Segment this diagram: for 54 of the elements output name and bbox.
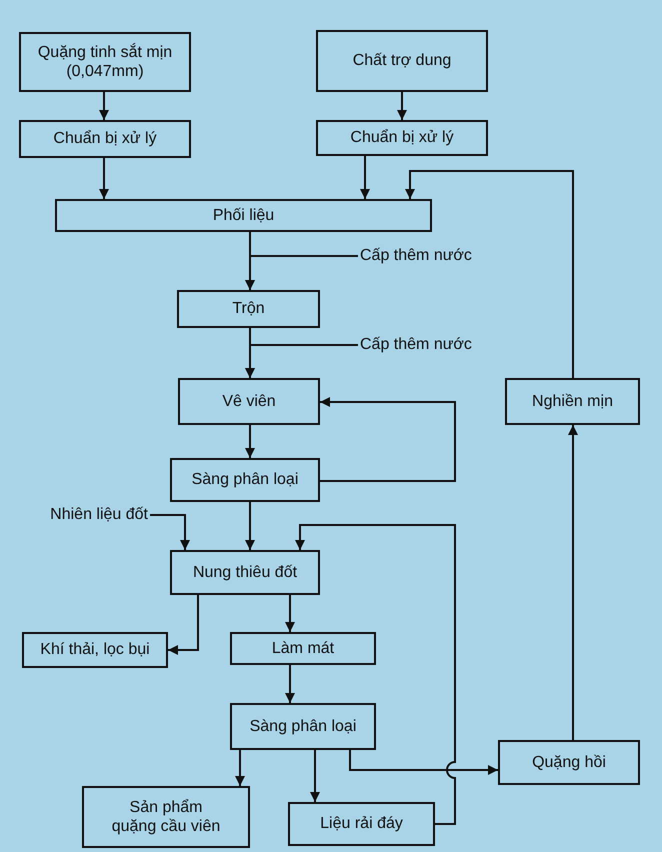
node-label: Phối liệu (212, 206, 276, 226)
arrow (245, 255, 358, 290)
process-box (505, 378, 640, 425)
node-label: Sàng phân loại (190, 470, 300, 490)
process-box (177, 290, 320, 328)
node-label: Nung thiêu đốt (192, 562, 298, 582)
node-label: Sàng phân loại (248, 716, 358, 736)
process-box (19, 32, 191, 92)
node-label: Nghiền mịn (531, 392, 614, 412)
arrow (245, 425, 255, 458)
arrow (405, 170, 574, 378)
process-box (82, 786, 250, 848)
node-label: Chất trợ dung (352, 51, 452, 71)
node-label: Quặng hồi (531, 752, 607, 772)
arrow (310, 750, 320, 802)
process-box (316, 120, 488, 156)
process-box (22, 632, 168, 668)
arrow (150, 514, 190, 550)
arrow (360, 156, 370, 199)
process-box (170, 550, 320, 595)
arrow (295, 524, 456, 825)
node-label: Chuẩn bị xử lý (349, 128, 455, 148)
arrow (320, 397, 456, 482)
node-label: Trộn (231, 299, 266, 319)
arrow (235, 750, 245, 786)
input-label: Cấp thêm nước (358, 244, 518, 268)
process-box (55, 199, 432, 232)
arrow (349, 750, 498, 775)
node-label: Vê viên (221, 392, 277, 412)
arrow (285, 595, 295, 632)
process-box (316, 30, 488, 92)
process-box (498, 740, 640, 785)
arrow (568, 425, 578, 740)
node-label: Khí thải, lọc bụi (39, 640, 151, 660)
node-label: Chuẩn bị xử lý (52, 129, 158, 149)
process-box (19, 120, 191, 158)
process-box (178, 378, 320, 425)
process-box (288, 802, 435, 846)
node-label: Quặng tinh sắt mịn (0,047mm) (36, 42, 174, 82)
node-label: Liệu rải đáy (319, 814, 404, 834)
arrow (99, 92, 109, 120)
node-label: Làm mát (270, 638, 336, 658)
process-box (170, 458, 320, 502)
arrow (168, 595, 199, 655)
input-label: Cấp thêm nước (358, 333, 518, 357)
arrow (285, 665, 295, 703)
arrow (245, 502, 255, 550)
arrow (99, 158, 109, 199)
arrow (397, 92, 407, 120)
arrow (245, 344, 358, 378)
process-box (230, 632, 376, 665)
process-box (230, 703, 376, 750)
node-label: Sản phẩm quặng cầu viên (110, 798, 222, 836)
input-label: Nhiên liệu đốt (30, 503, 150, 527)
